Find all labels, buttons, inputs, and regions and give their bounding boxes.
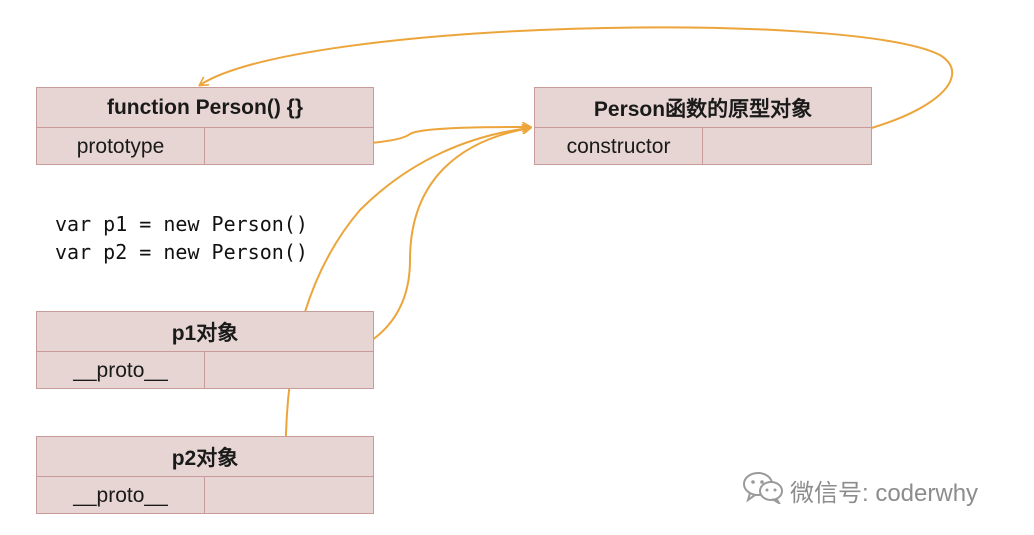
- prototype-object-box: Person函数的原型对象 constructor: [534, 87, 872, 165]
- box-title: p2对象: [37, 437, 373, 477]
- person-function-box: function Person() {} prototype: [36, 87, 374, 165]
- constructor-key: constructor: [535, 128, 703, 165]
- wechat-icon: [742, 470, 784, 511]
- box-title: p1对象: [37, 312, 373, 352]
- box-title: function Person() {}: [37, 88, 373, 128]
- p2-proto-arrow: [284, 128, 530, 498]
- box-title: Person函数的原型对象: [535, 88, 871, 128]
- constructor-value-cell: [703, 128, 871, 165]
- code-line-2: var p2 = new Person(): [55, 240, 308, 264]
- box-row: __proto__: [37, 477, 373, 514]
- p1-object-box: p1对象 __proto__: [36, 311, 374, 389]
- code-line-1: var p1 = new Person(): [55, 212, 308, 236]
- p2-object-box: p2对象 __proto__: [36, 436, 374, 514]
- prototype-key: prototype: [37, 128, 205, 165]
- watermark-text: 微信号: coderwhy: [790, 480, 979, 507]
- proto-key: __proto__: [37, 352, 205, 389]
- code-snippet: var p1 = new Person() var p2 = new Person…: [55, 210, 308, 266]
- prototype-value-cell: [205, 128, 373, 165]
- proto-value-cell: [205, 352, 373, 389]
- watermark: 微信号: coderwhy: [742, 470, 978, 511]
- constructor-arrow: [200, 26, 953, 147]
- proto-key: __proto__: [37, 477, 205, 514]
- box-row: constructor: [535, 128, 871, 165]
- box-row: __proto__: [37, 352, 373, 389]
- box-row: prototype: [37, 128, 373, 165]
- proto-value-cell: [205, 477, 373, 514]
